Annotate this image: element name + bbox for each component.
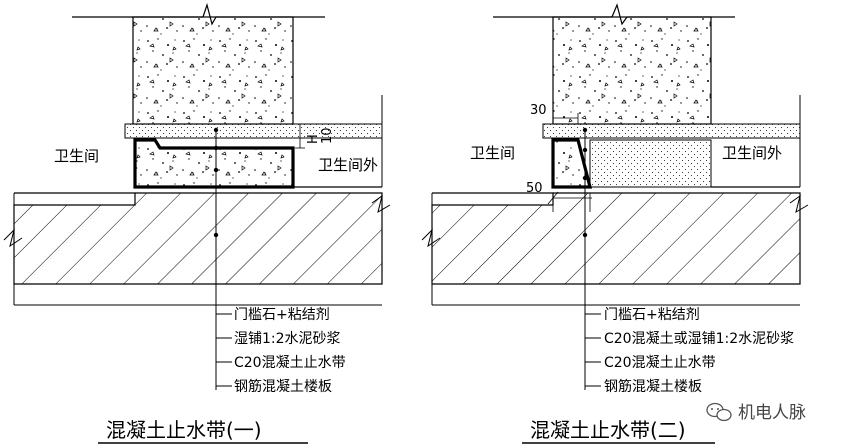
room-label-bathroom: 卫生间 xyxy=(470,144,515,162)
wechat-icon xyxy=(706,402,732,422)
diagram-title: 混凝土止水带(一) xyxy=(106,418,262,442)
room-label-outside: 卫生间外 xyxy=(722,144,782,162)
watermark: 机电人脉 xyxy=(706,402,806,423)
legend-item-threshold: 门槛石+粘结剂 xyxy=(234,307,330,323)
concrete-wall xyxy=(132,16,294,125)
break-symbol-right xyxy=(789,194,809,214)
leader-dot xyxy=(582,127,588,133)
leader-dot xyxy=(213,127,219,133)
concrete-wall xyxy=(552,16,712,125)
rc-floor-slab xyxy=(431,192,801,285)
dimension-50: 50 xyxy=(526,181,543,196)
mortar-fill xyxy=(589,139,712,188)
break-symbol-left xyxy=(421,228,441,248)
diagram-one: H 10 卫生间 卫生间外 门槛石+粘结剂 湿铺1:2水泥砂浆 C20混凝土止水… xyxy=(3,2,391,444)
leader-dot xyxy=(582,175,588,181)
rc-floor-slab xyxy=(13,192,383,285)
legend-item-threshold: 门槛石+粘结剂 xyxy=(604,307,700,323)
leader-dot xyxy=(582,147,588,153)
threshold-stone xyxy=(124,123,383,139)
threshold-stone xyxy=(542,123,801,139)
leader-dot xyxy=(213,232,219,238)
c20-water-stop-strip xyxy=(551,138,593,189)
legend-item-water-stop: C20混凝土止水带 xyxy=(604,355,716,371)
leader-dot xyxy=(582,232,588,238)
diagram-title: 混凝土止水带(二) xyxy=(530,418,686,442)
break-symbol-right xyxy=(371,194,391,214)
legend-item-mortar: 湿铺1:2水泥砂浆 xyxy=(234,331,341,347)
legend-item-water-stop: C20混凝土止水带 xyxy=(234,355,346,371)
diagram-two: 30 50 卫生间 卫生间外 门槛石+粘结剂 C20混凝土或湿铺1:2水泥砂浆 … xyxy=(421,3,809,444)
legend-item-mortar: C20混凝土或湿铺1:2水泥砂浆 xyxy=(604,331,794,347)
watermark-text: 机电人脉 xyxy=(738,403,806,423)
break-symbol-left xyxy=(3,228,23,248)
leader-dot xyxy=(213,145,219,151)
legend-item-slab: 钢筋混凝土楼板 xyxy=(234,378,332,395)
leader-dot xyxy=(213,167,219,173)
legend-item-slab: 钢筋混凝土楼板 xyxy=(604,378,702,395)
room-label-bathroom: 卫生间 xyxy=(54,147,99,165)
dimension-slash xyxy=(547,191,559,205)
dimension-30: 30 xyxy=(530,103,547,118)
c20-water-stop-strip xyxy=(133,138,295,189)
dimension-h: H xyxy=(306,134,321,144)
room-label-outside: 卫生间外 xyxy=(318,156,378,174)
dimension-10: 10 xyxy=(320,127,335,144)
